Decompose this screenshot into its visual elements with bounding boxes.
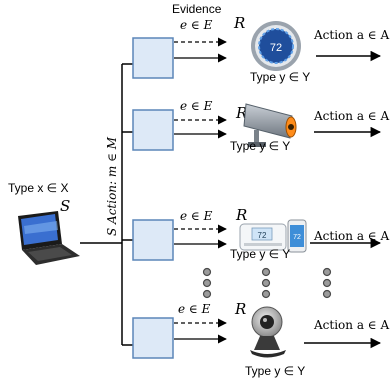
- thermostat-icon: 72: [251, 21, 301, 71]
- thermostat2-reading: 72: [258, 231, 267, 240]
- receiver-type-2: Type y ∈ Y: [230, 139, 290, 153]
- wall-thermostat-icon: 72: [239, 223, 287, 251]
- webcam-icon: [250, 306, 286, 358]
- evidence-set-3: e ∈ E: [180, 209, 213, 223]
- smartphone-icon: 72: [287, 219, 307, 253]
- receiver-action-2: Action a ∈ A: [313, 109, 389, 123]
- receiver-label-4: R: [234, 300, 246, 318]
- message-box-3: [132, 219, 174, 261]
- sender-action-label: S Action: m ∈ M: [105, 136, 119, 236]
- security-camera-icon: [243, 103, 297, 147]
- receiver-action-3: Action a ∈ A: [313, 229, 389, 243]
- evidence-title: Evidence: [172, 2, 222, 16]
- evidence-set-2: e ∈ E: [180, 99, 213, 113]
- phone-reading: 72: [293, 234, 301, 241]
- receiver-action-1: Action a ∈ A: [313, 28, 389, 42]
- message-box-2: [132, 109, 174, 151]
- receiver-label-2: R: [235, 104, 247, 122]
- ellipsis-dots: [202, 267, 332, 299]
- receiver-type-3: Type y ∈ Y: [230, 247, 290, 261]
- evidence-set-1: e ∈ E: [180, 18, 213, 32]
- laptop-icon: [18, 211, 80, 265]
- receiver-label-3: R: [235, 206, 247, 224]
- receiver-type-1: Type y ∈ Y: [250, 70, 310, 84]
- sender-label: S: [60, 197, 70, 215]
- evidence-set-4: e ∈ E: [178, 302, 211, 316]
- receiver-action-4: Action a ∈ A: [313, 318, 389, 332]
- message-box-1: [132, 37, 174, 79]
- receiver-label-1: R: [233, 14, 245, 32]
- sender-type-label: Type x ∈ X: [8, 181, 68, 195]
- receiver-type-4: Type y ∈ Y: [245, 364, 305, 378]
- thermostat-reading: 72: [270, 42, 282, 54]
- message-box-4: [132, 317, 174, 359]
